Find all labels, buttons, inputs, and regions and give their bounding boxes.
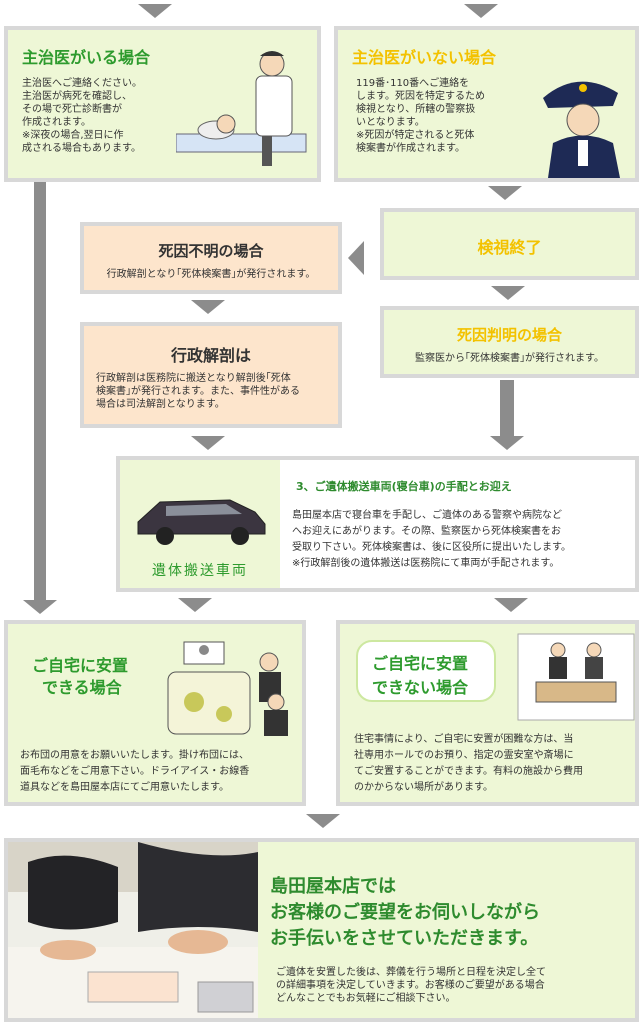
- home-ng-box: ご自宅に安置 できない場合 住宅事情により、ご自宅に安置が困難な方は、当 社専用…: [336, 620, 639, 806]
- arrow-down-icon: [138, 4, 172, 18]
- known-cause-title: 死因判明の場合: [456, 326, 562, 344]
- arrow-down-icon: [464, 4, 498, 18]
- final-title-line2: お客様のご要望をお伺いしながら: [270, 902, 540, 923]
- vehicle-label: 遺体搬送車両: [152, 563, 248, 579]
- with-doctor-text: 主治医へご連絡ください。 主治医が病死を確認し、 その場で死亡診断書が 作成され…: [22, 78, 142, 154]
- known-cause-text: 監察医から｢死体検案書｣が発行されます。: [415, 353, 604, 364]
- arrow-down-icon: [191, 300, 225, 314]
- transport-box: 遺体搬送車両 3、ご遺体搬送車両(寝台車)の手配とお迎え 島田屋本店で寝台車を手…: [116, 456, 639, 592]
- with-doctor-title: 主治医がいる場合: [22, 48, 151, 67]
- inspection-end-title: 検視終了: [477, 238, 542, 257]
- admin-autopsy-text: 行政解剖は医務院に搬送となり解剖後｢死体 検案書｣が発行されます。また、事件性が…: [96, 373, 300, 410]
- unknown-cause-title: 死因不明の場合: [158, 242, 264, 260]
- arrow-left-icon: [348, 241, 364, 275]
- without-doctor-box: 主治医がいない場合 119番･110番へご連絡を します。死因を特定するため 検…: [334, 26, 639, 182]
- home-ok-box: ご自宅に安置 できる場合 お布団の用意をお願いいたします。掛け布団には、 面毛布…: [4, 620, 306, 806]
- home-ok-title-line1: ご自宅に安置: [32, 656, 129, 675]
- final-text: ご遺体を安置した後は、葬儀を行う場所と日程を決定し全て の詳細事項を決定していき…: [276, 967, 546, 1004]
- flow-line: [34, 182, 46, 602]
- arrow-down-icon: [23, 600, 57, 614]
- home-ng-title-badge: ご自宅に安置 できない場合: [356, 640, 496, 702]
- inspection-end-box: 検視終了: [380, 208, 639, 280]
- home-ng-text: 住宅事情により、ご自宅に安置が困難な方は、当 社専用ホールでのお預り、指定の霊安…: [354, 734, 583, 793]
- vehicle-panel: 遺体搬送車両: [120, 460, 280, 588]
- transport-heading: 3、ご遺体搬送車両(寝台車)の手配とお迎え: [296, 480, 512, 493]
- arrow-down-icon: [490, 436, 524, 450]
- arrow-down-icon: [488, 186, 522, 200]
- with-doctor-box: 主治医がいる場合 主治医へご連絡ください。 主治医が病死を確認し、 その場で死亡…: [4, 26, 321, 182]
- consultation-photo: [8, 842, 258, 1018]
- without-doctor-title: 主治医がいない場合: [352, 48, 497, 67]
- known-cause-box: 死因判明の場合 監察医から｢死体検案書｣が発行されます。: [380, 306, 639, 378]
- final-title-line1: 島田屋本店では: [270, 876, 396, 897]
- police-officer-illustration: [543, 81, 620, 178]
- arrow-down-icon: [491, 286, 525, 300]
- home-ng-title-line2: できない場合: [372, 678, 469, 697]
- final-box: 島田屋本店では お客様のご要望をお伺いしながら お手伝いをさせていただきます。 …: [4, 838, 639, 1022]
- hall-illustration: [517, 633, 635, 721]
- unknown-cause-box: 死因不明の場合 行政解剖となり｢死体検案書｣が発行されます。: [80, 222, 342, 294]
- doctor-illustration: [176, 51, 307, 166]
- transport-text: 島田屋本店で寝台車を手配し、ご遺体のある警察や病院など へお迎えにあがります。そ…: [292, 510, 571, 569]
- arrow-down-icon: [306, 814, 340, 828]
- home-ok-text: お布団の用意をお願いいたします。掛け布団には、 面毛布などをご用意下さい。ドライ…: [20, 750, 250, 793]
- without-doctor-text: 119番･110番へご連絡を します。死因を特定するため 検視となり、所轄の警察…: [356, 78, 485, 154]
- flow-line: [500, 380, 514, 436]
- home-altar-illustration: [167, 641, 288, 736]
- home-ok-title-line2: できる場合: [42, 678, 122, 697]
- unknown-cause-text: 行政解剖となり｢死体検案書｣が発行されます。: [106, 269, 316, 280]
- final-title-line3: お手伝いをさせていただきます。: [270, 928, 539, 949]
- admin-autopsy-title: 行政解剖は: [170, 346, 251, 365]
- arrow-down-icon: [494, 598, 528, 612]
- arrow-down-icon: [191, 436, 225, 450]
- admin-autopsy-box: 行政解剖は 行政解剖は医務院に搬送となり解剖後｢死体 検案書｣が発行されます。ま…: [80, 322, 342, 428]
- home-ng-title-line1: ご自宅に安置: [372, 654, 469, 673]
- arrow-down-icon: [178, 598, 212, 612]
- hearse-illustration: [137, 499, 266, 545]
